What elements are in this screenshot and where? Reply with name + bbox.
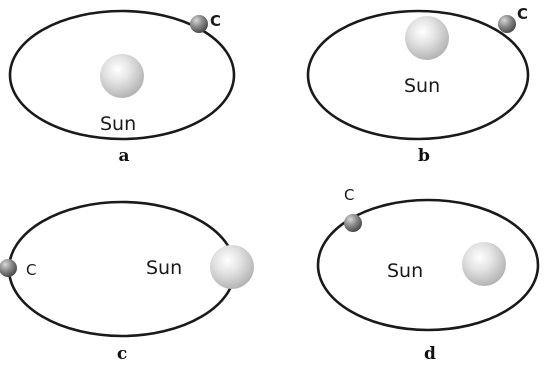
panel-c: Sun C c (0, 200, 254, 364)
comet-label-c: C (26, 261, 36, 279)
sun-b (405, 16, 449, 60)
panel-letter-b: b (418, 146, 430, 166)
sun-c (210, 245, 254, 289)
panel-letter-d: d (424, 344, 436, 364)
sun-label-a: Sun (100, 113, 136, 135)
orbit-a (8, 9, 236, 141)
comet-label-b: C (517, 5, 528, 23)
sun-label-d: Sun (387, 260, 423, 282)
comet-c (0, 259, 17, 277)
comet-a (190, 15, 208, 33)
panel-letter-a: a (118, 146, 129, 166)
orbit-d (316, 198, 540, 332)
sun-a (100, 54, 144, 98)
panel-a: Sun C a (8, 9, 236, 166)
comet-label-a: C (210, 12, 221, 30)
comet-b (498, 15, 516, 33)
panel-b: Sun C b (306, 5, 530, 166)
sun-d (462, 242, 506, 286)
comet-d (344, 214, 362, 232)
panel-letter-c: c (117, 344, 127, 364)
orbit-b (306, 9, 530, 141)
panel-d: Sun C d (316, 186, 540, 364)
sun-label-b: Sun (404, 75, 440, 97)
sun-label-c: Sun (146, 257, 182, 279)
comet-label-d: C (344, 186, 354, 204)
orbit-c (7, 200, 237, 338)
